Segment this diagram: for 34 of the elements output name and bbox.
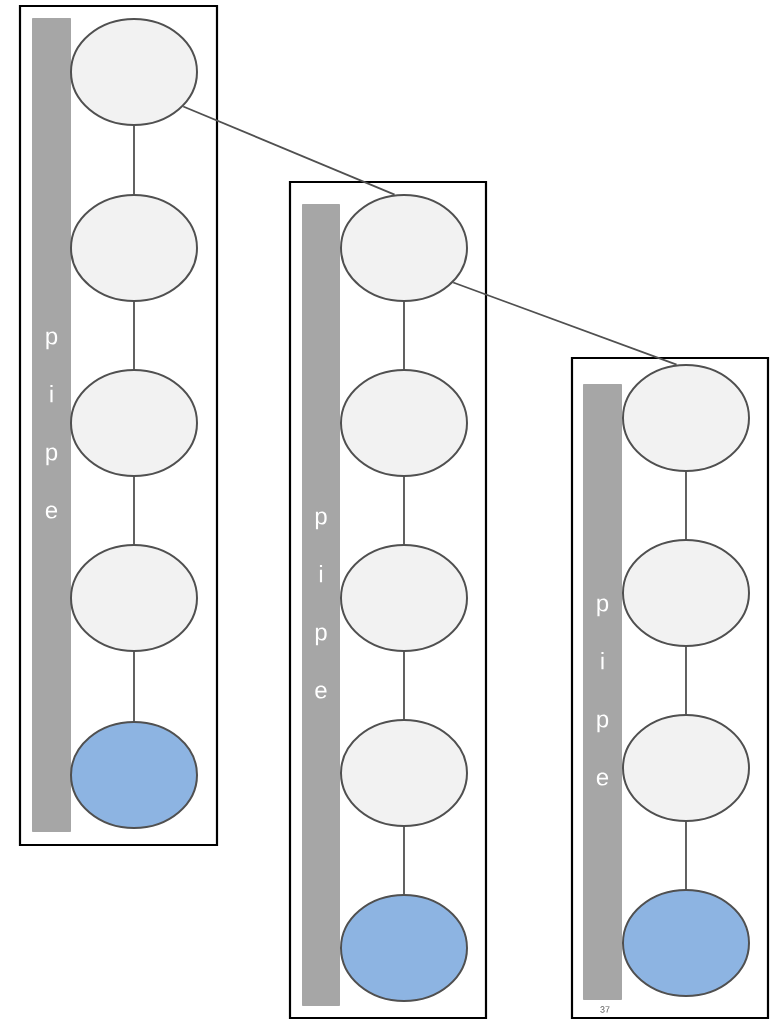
page-number: 37 <box>600 1006 610 1013</box>
connector-line <box>403 476 405 545</box>
ellipse <box>622 714 750 822</box>
ellipse <box>340 369 468 477</box>
ellipse <box>340 544 468 652</box>
ellipse <box>70 721 198 829</box>
connector-line <box>452 281 678 366</box>
frame-box <box>570 356 770 1020</box>
connector-line <box>133 651 135 722</box>
ellipse <box>340 194 468 302</box>
connector-line <box>133 301 135 370</box>
connector-line <box>685 471 687 540</box>
connector-line <box>133 125 135 195</box>
ellipse <box>70 369 198 477</box>
connector-line <box>403 651 405 720</box>
ellipse <box>622 889 750 997</box>
connector-line <box>685 646 687 715</box>
frame-box <box>288 180 488 1020</box>
pipe-bar: pipe <box>302 204 340 1006</box>
ellipse <box>70 544 198 652</box>
connector-line <box>403 826 405 895</box>
connector-line <box>182 105 396 196</box>
pipe-bar: pipe <box>583 384 622 1000</box>
ellipse <box>70 18 198 126</box>
ellipse <box>622 539 750 647</box>
ellipse <box>340 719 468 827</box>
connector-line <box>403 301 405 370</box>
ellipse <box>622 364 750 472</box>
ellipse <box>70 194 198 302</box>
frame-box <box>18 4 219 847</box>
connector-line <box>133 476 135 545</box>
pipe-bar: pipe <box>32 18 71 832</box>
ellipse <box>340 894 468 1002</box>
connector-line <box>685 821 687 890</box>
